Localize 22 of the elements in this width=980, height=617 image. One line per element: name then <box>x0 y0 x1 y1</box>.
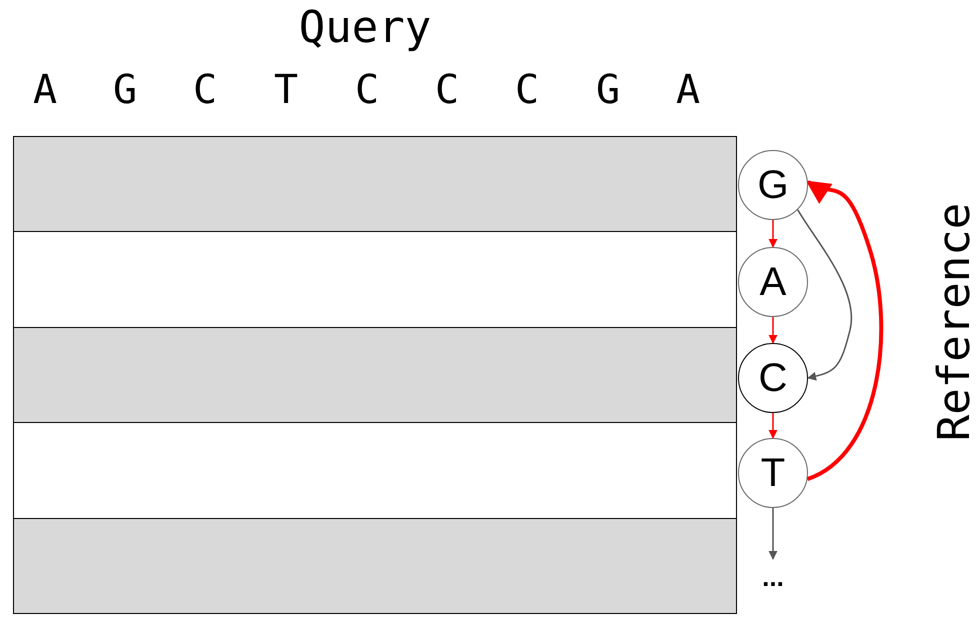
sequence-letter: G <box>112 70 138 110</box>
node-circle: T <box>738 438 808 508</box>
arrow <box>768 508 778 560</box>
axis-title: Reference <box>933 202 977 442</box>
sequence-letter: A <box>32 70 58 110</box>
arrow <box>768 220 778 248</box>
axis-title: Query <box>298 6 432 50</box>
sequence-letter: A <box>676 70 700 110</box>
sequence-letter: C <box>354 70 380 110</box>
sequence-letter: C <box>192 70 218 110</box>
arrow <box>806 180 884 481</box>
sequence-letter: C <box>434 70 460 110</box>
arrow <box>797 209 852 381</box>
sequence-letter: C <box>514 70 540 110</box>
node-circle: G <box>738 150 808 220</box>
node-circle: C <box>738 343 808 413</box>
node-circle: A <box>738 247 808 317</box>
ellipsis-text: ... <box>762 564 784 590</box>
sequence-letter: G <box>596 70 620 110</box>
sequence-letter: T <box>274 70 298 110</box>
arrow <box>768 413 778 439</box>
arrow <box>768 317 778 344</box>
